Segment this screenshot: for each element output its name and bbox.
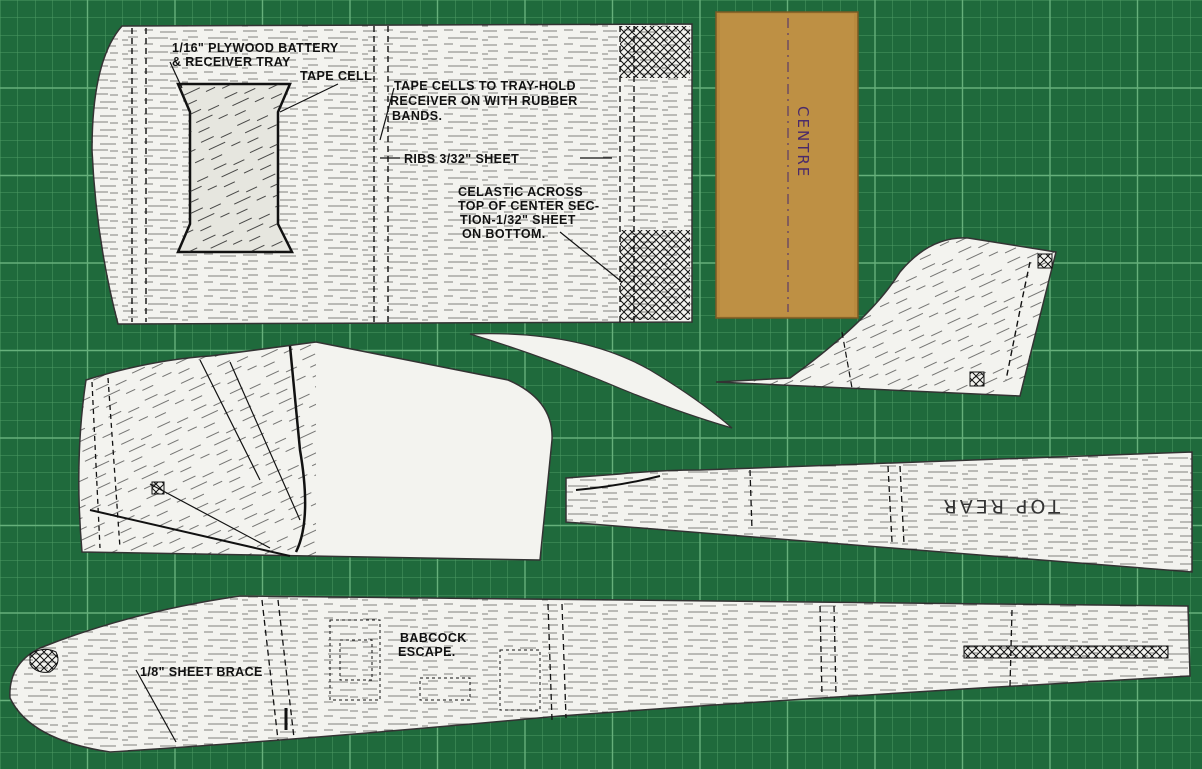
label-escape-2: ESCAPE. [398,645,456,659]
label-tape-note-1: TAPE CELLS TO TRAY-HOLD [394,79,576,93]
cardboard-template: CENTRE [715,11,859,319]
label-ribs: RIBS 3/32" SHEET [404,152,519,166]
label-tape-note-2: RECEIVER ON WITH RUBBER [390,94,578,108]
label-escape-1: BABCOCK [400,631,467,645]
fin [715,237,1057,397]
rib-strip [469,333,733,429]
wing-panel [78,341,553,561]
label-sheet-brace: 1/8" SHEET BRACE [140,665,263,679]
label-tape-cell: TAPE CELL [300,69,372,83]
tailplane: TOP REAR [565,451,1193,573]
label-celastic-4: ON BOTTOM. [462,227,546,241]
label-celastic-2: TOP OF CENTER SEC- [458,199,599,213]
label-battery-tray-2: & RECEIVER TRAY [172,55,291,69]
label-battery-tray-1: 1/16" PLYWOOD BATTERY [172,41,339,55]
handwritten-centre: CENTRE [794,106,812,178]
handwritten-top-rear: TOP REAR [941,495,1061,517]
label-celastic-3: TION-1/32" SHEET [460,213,576,227]
fuselage-side: 1/8" SHEET BRACE BABCOCK ESCAPE. [9,595,1191,753]
label-celastic-1: CELASTIC ACROSS [458,185,583,199]
wing-center-section: 1/16" PLYWOOD BATTERY & RECEIVER TRAY TA… [91,23,693,325]
label-tape-note-3: BANDS. [392,109,442,123]
